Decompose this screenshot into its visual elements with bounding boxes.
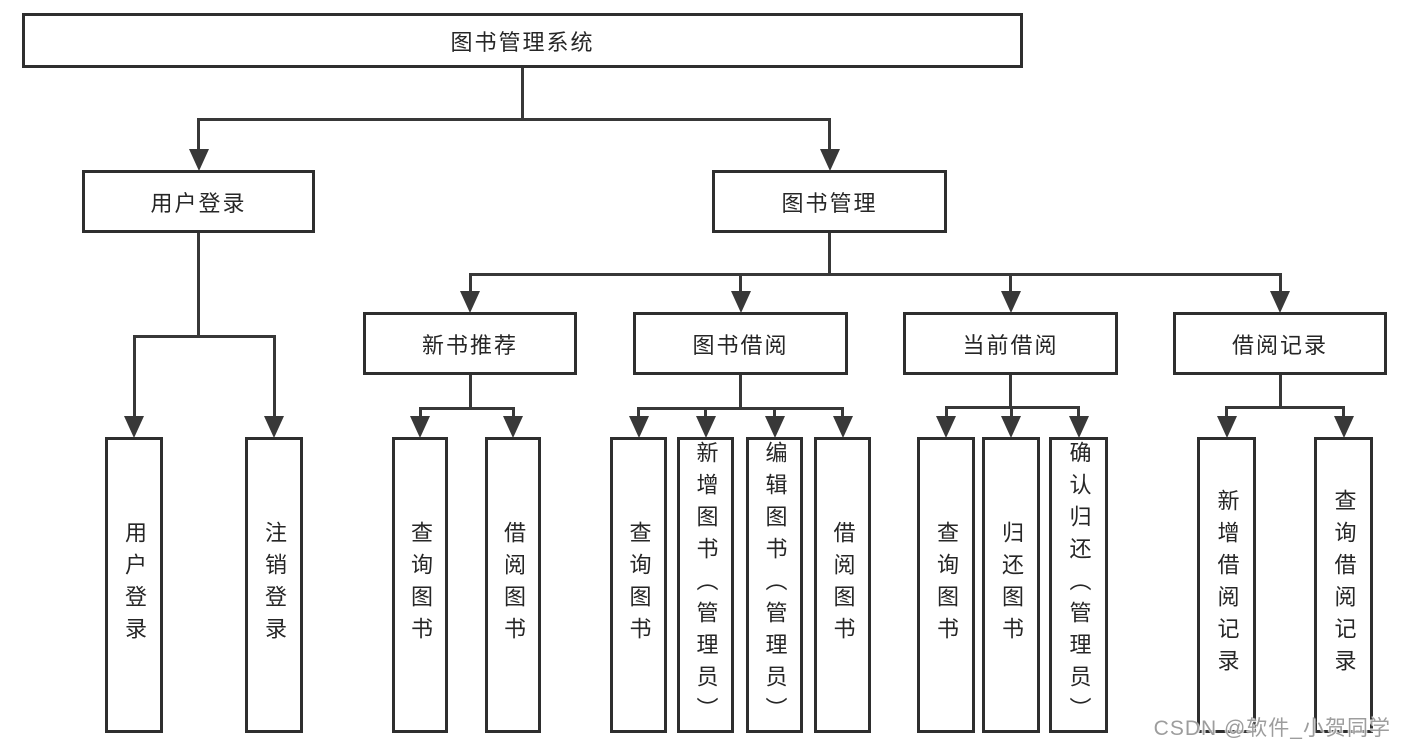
arrow-down-icon bbox=[730, 291, 751, 313]
node-v-query-record: 查询借阅记录 bbox=[1314, 437, 1373, 733]
connector-line bbox=[773, 407, 776, 419]
arrow-down-icon bbox=[1333, 416, 1354, 438]
arrow-down-icon bbox=[410, 416, 430, 438]
node-label: 图书借阅 bbox=[692, 332, 789, 358]
node-v-confirm-return: 确认归还（管理员） bbox=[1049, 437, 1108, 733]
arrow-down-icon bbox=[264, 416, 284, 438]
node-book-borrow: 图书借阅 bbox=[633, 312, 848, 375]
node-label: 借阅图书 bbox=[501, 521, 526, 649]
node-label: 查询图书 bbox=[934, 521, 959, 649]
node-v-add-record: 新增借阅记录 bbox=[1197, 437, 1256, 733]
connector-line bbox=[828, 233, 831, 276]
connector-line bbox=[468, 273, 1282, 276]
node-v-borrow-book-2: 借阅图书 bbox=[814, 437, 871, 733]
arrow-down-icon bbox=[503, 416, 523, 438]
connector-line bbox=[828, 118, 831, 152]
node-root: 图书管理系统 bbox=[22, 13, 1023, 68]
node-v-return-book: 归还图书 bbox=[982, 437, 1040, 733]
node-v-query-book-3: 查询图书 bbox=[917, 437, 975, 733]
connector-line bbox=[944, 406, 948, 419]
node-label: 新增借阅记录 bbox=[1214, 489, 1240, 681]
connector-line bbox=[1225, 406, 1345, 409]
node-label: 查询图书 bbox=[626, 521, 652, 649]
connector-line bbox=[637, 407, 844, 410]
arrow-down-icon bbox=[1216, 416, 1237, 438]
connector-line bbox=[1009, 375, 1012, 409]
connector-line bbox=[132, 335, 136, 419]
arrow-down-icon bbox=[460, 291, 480, 313]
node-v-borrow-book-1: 借阅图书 bbox=[485, 437, 541, 733]
connector-line bbox=[1009, 273, 1012, 294]
connector-line bbox=[739, 375, 742, 410]
connector-line bbox=[739, 273, 742, 294]
arrow-down-icon bbox=[819, 149, 840, 171]
connector-line bbox=[521, 68, 524, 121]
node-user-login: 用户登录 bbox=[82, 170, 315, 233]
node-label: 归还图书 bbox=[999, 521, 1024, 649]
node-current-borrow: 当前借阅 bbox=[903, 312, 1118, 375]
connector-line bbox=[1077, 406, 1080, 419]
arrow-down-icon bbox=[1001, 416, 1021, 438]
connector-line bbox=[272, 335, 276, 419]
connector-line bbox=[468, 273, 472, 294]
node-v-logout: 注销登录 bbox=[245, 437, 303, 733]
connector-line bbox=[418, 407, 515, 410]
node-label: 注销登录 bbox=[262, 521, 287, 649]
connector-line bbox=[468, 375, 472, 410]
connector-line bbox=[1225, 406, 1228, 419]
arrow-down-icon bbox=[1068, 416, 1089, 438]
connector-line bbox=[197, 233, 200, 338]
node-v-user-login: 用户登录 bbox=[105, 437, 163, 733]
node-label: 新增图书（管理员） bbox=[693, 441, 719, 729]
node-new-book-rec: 新书推荐 bbox=[363, 312, 577, 375]
connector-line bbox=[704, 407, 707, 419]
node-borrow-record: 借阅记录 bbox=[1173, 312, 1387, 375]
arrow-down-icon bbox=[695, 416, 716, 438]
node-label: 新书推荐 bbox=[421, 332, 518, 358]
connector-line bbox=[511, 407, 515, 419]
connector-line bbox=[841, 407, 844, 419]
node-label: 查询借阅记录 bbox=[1331, 489, 1357, 681]
arrow-down-icon bbox=[764, 416, 785, 438]
arrow-down-icon bbox=[124, 416, 144, 438]
node-label: 图书管理 bbox=[781, 190, 878, 216]
node-v-edit-book: 编辑图书（管理员） bbox=[746, 437, 803, 733]
connector-line bbox=[1009, 406, 1013, 419]
node-v-add-book: 新增图书（管理员） bbox=[677, 437, 734, 733]
node-v-query-book-1: 查询图书 bbox=[392, 437, 448, 733]
arrow-down-icon bbox=[628, 416, 649, 438]
csdn-watermark: CSDN @软件_小贺同学 bbox=[1153, 717, 1391, 740]
node-label: 查询图书 bbox=[408, 521, 433, 649]
connector-line bbox=[418, 407, 422, 419]
node-book-mgmt: 图书管理 bbox=[712, 170, 947, 233]
arrow-down-icon bbox=[1270, 291, 1290, 313]
node-label: 借阅图书 bbox=[830, 521, 856, 649]
connector-line bbox=[197, 118, 200, 152]
arrow-down-icon bbox=[832, 416, 853, 438]
connector-line bbox=[197, 118, 831, 121]
connector-line bbox=[132, 335, 276, 338]
connector-line bbox=[1342, 406, 1345, 419]
arrow-down-icon bbox=[1000, 291, 1021, 313]
connector-line bbox=[1278, 273, 1282, 294]
connector-line bbox=[637, 407, 640, 419]
connector-line bbox=[1278, 375, 1282, 409]
node-label: 编辑图书（管理员） bbox=[762, 441, 788, 729]
node-v-query-book-2: 查询图书 bbox=[610, 437, 667, 733]
node-label: 借阅记录 bbox=[1231, 332, 1328, 358]
node-label: 用户登录 bbox=[150, 190, 247, 216]
node-label: 当前借阅 bbox=[962, 332, 1059, 358]
arrow-down-icon bbox=[188, 149, 209, 171]
node-label: 图书管理系统 bbox=[450, 29, 595, 55]
node-label: 确认归还（管理员） bbox=[1066, 441, 1092, 729]
node-label: 用户登录 bbox=[122, 521, 147, 649]
arrow-down-icon bbox=[936, 416, 956, 438]
